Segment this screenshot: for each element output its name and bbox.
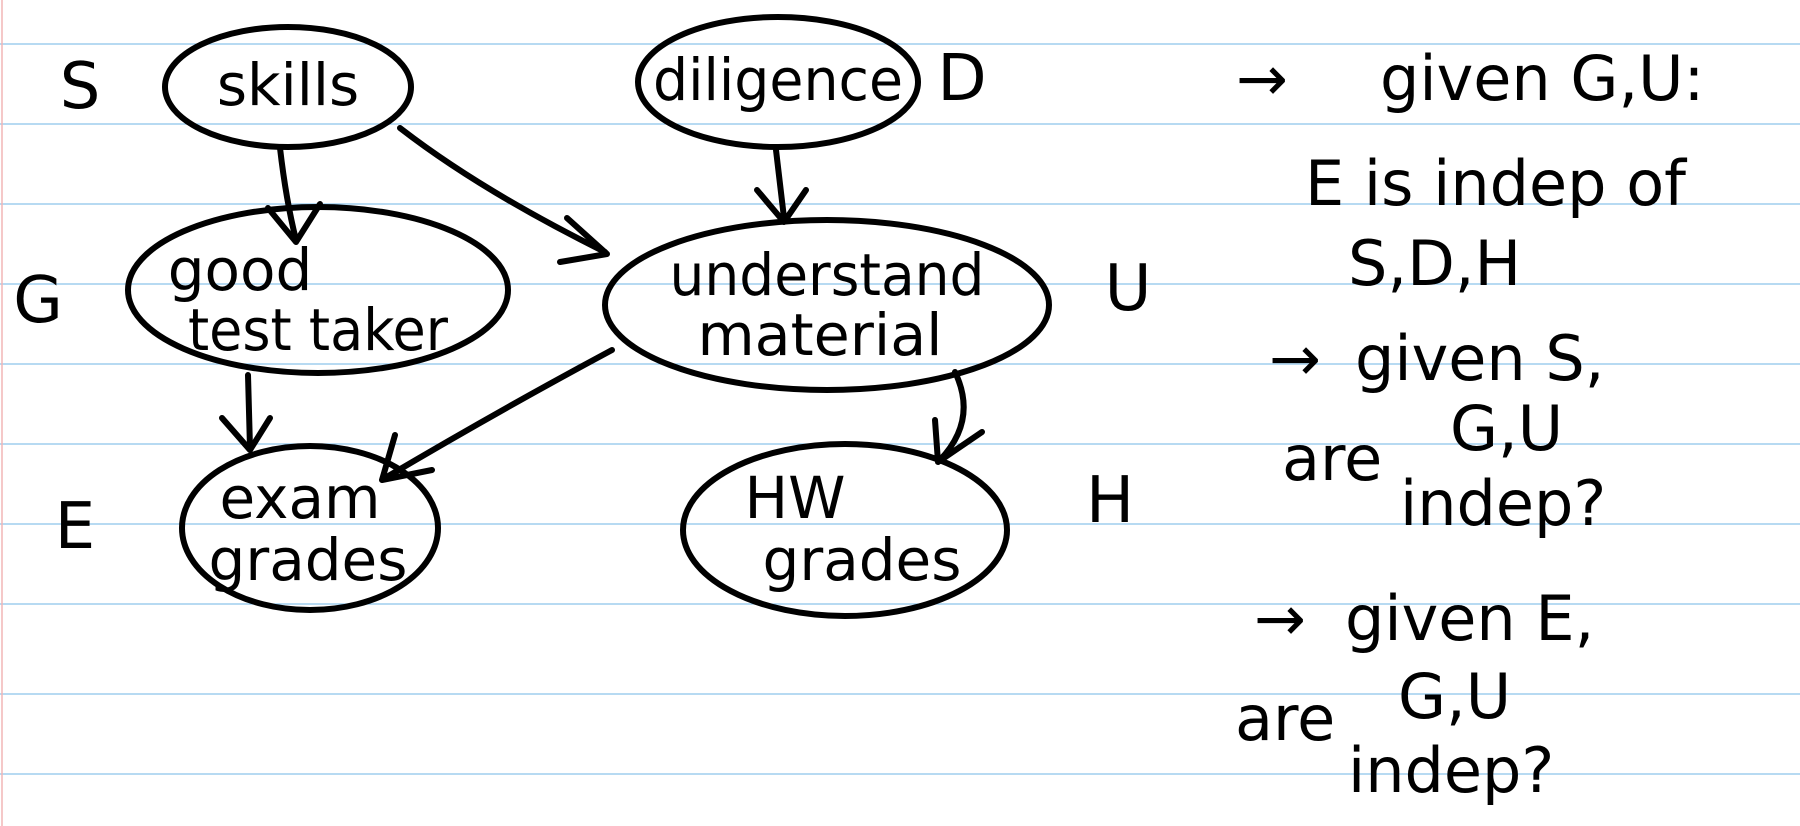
note-q1: → given G,U: E is indep of S,D,H (1236, 42, 1704, 300)
note-q3: → given E, are G,U indep? (1235, 582, 1594, 807)
note-q3-line1: given E, (1345, 582, 1594, 655)
node-hw-grades-line2: grades (763, 526, 962, 594)
note-q2-line1: given S, (1355, 322, 1604, 395)
var-label-h: H (1086, 464, 1134, 538)
edge-skills-to-understand-material (397, 125, 610, 265)
edge-skills-to-good-test-taker (265, 145, 323, 245)
node-understand-material-line1: understand (670, 241, 985, 309)
node-exam-grades: exam grades (179, 443, 441, 613)
var-label-u: U (1105, 252, 1152, 326)
note-q2-line2a: are (1282, 422, 1382, 495)
node-skills-label: skills (217, 51, 359, 119)
note-q3-line3: indep? (1348, 734, 1554, 807)
node-good-test-taker: good test taker (125, 204, 511, 376)
note-q3-line2b: G,U (1398, 660, 1511, 733)
note-q2-arrow: → (1269, 322, 1321, 395)
node-understand-material: understand material (602, 217, 1052, 393)
note-q1-line1: given G,U: (1380, 42, 1704, 115)
note-q3-arrow: → (1254, 582, 1306, 655)
note-q2: → given S, are G,U indep? (1269, 322, 1606, 540)
node-skills: skills (162, 24, 414, 150)
node-hw-grades-line1: HW (745, 464, 846, 532)
note-q1-line2: E is indep of (1305, 147, 1688, 220)
var-label-e: E (55, 490, 95, 564)
node-good-test-taker-line1: good (168, 236, 313, 304)
var-label-s: S (60, 50, 101, 124)
edge-understand-material-to-hw-grades (932, 369, 985, 465)
note-q2-line2b: G,U (1450, 392, 1563, 465)
node-good-test-taker-line2: test taker (188, 296, 448, 364)
node-understand-material-line2: material (698, 301, 943, 369)
note-q1-line3: S,D,H (1348, 227, 1521, 300)
node-exam-grades-line1: exam (219, 464, 380, 532)
edge-good-test-taker-to-exam-grades (219, 372, 273, 453)
node-diligence: diligence (635, 14, 921, 150)
node-hw-grades: HW grades (680, 441, 1010, 619)
node-exam-grades-line2: grades (209, 526, 408, 594)
note-q1-arrow: → (1236, 42, 1288, 115)
edge-understand-material-to-exam-grades (379, 347, 615, 483)
note-q3-line2a: are (1235, 682, 1335, 755)
var-label-d: D (937, 42, 986, 116)
edge-diligence-to-understand-material (754, 147, 809, 225)
note-q2-line3: indep? (1400, 467, 1606, 540)
var-label-g: G (13, 264, 63, 338)
node-diligence-label: diligence (653, 46, 903, 114)
